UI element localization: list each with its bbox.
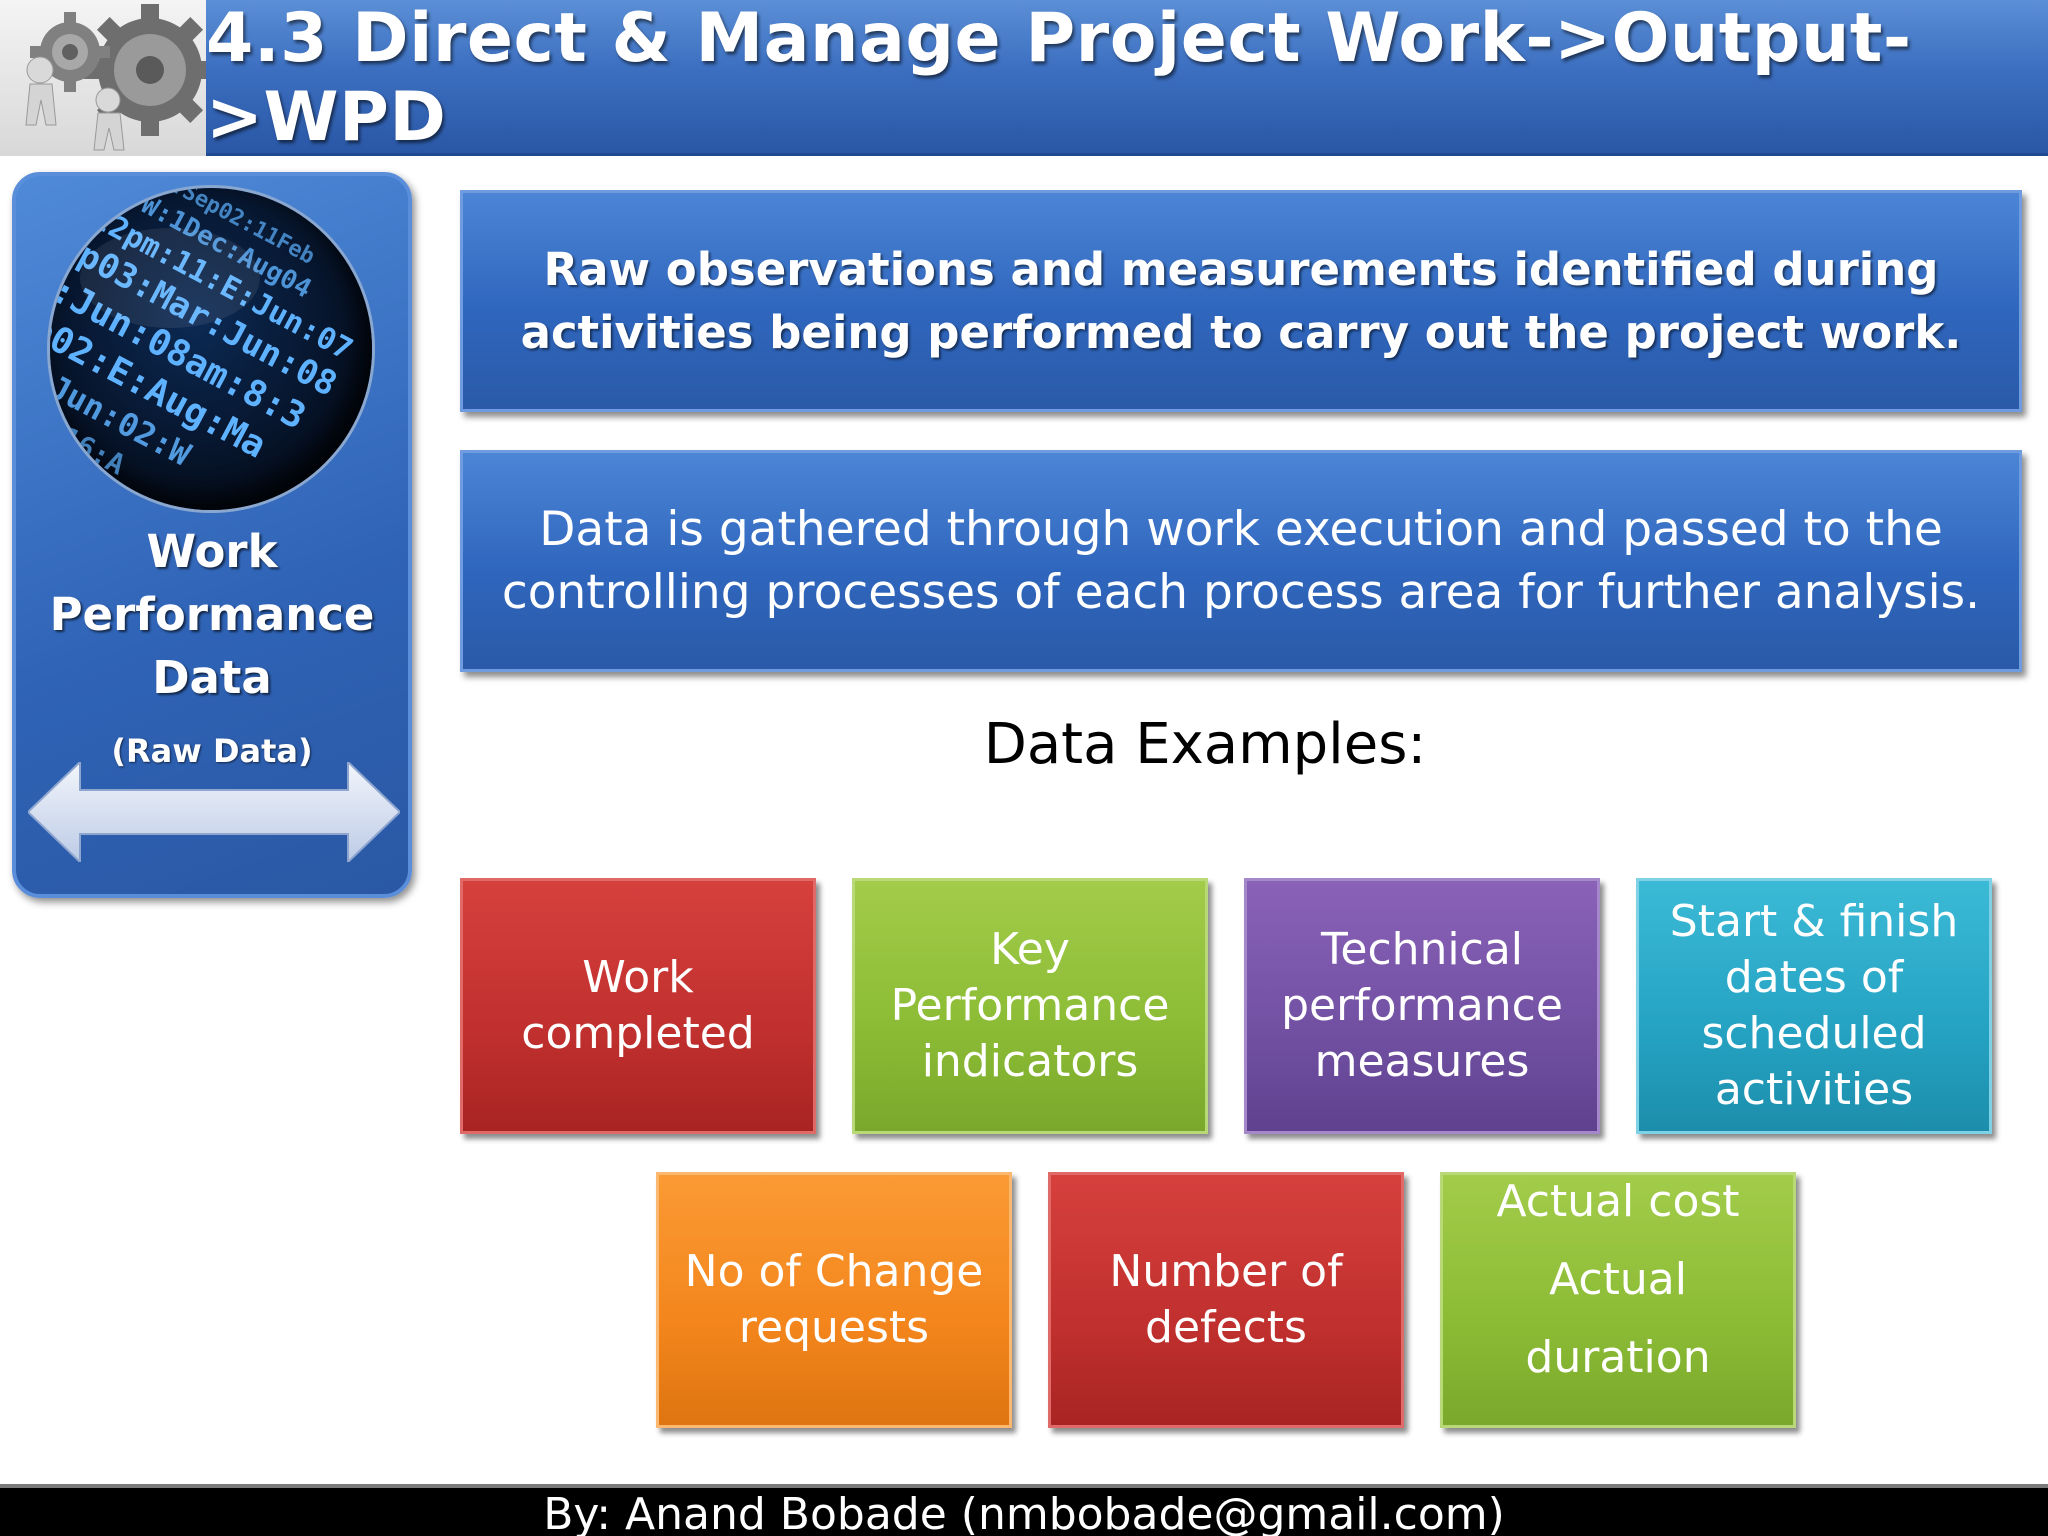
panel-title-line: Work: [146, 525, 278, 578]
example-line: Technical: [1320, 924, 1524, 975]
example-line: defects: [1145, 1302, 1307, 1353]
example-line: indicators: [921, 1036, 1139, 1087]
example-line: performance: [1281, 980, 1563, 1031]
example-actual-cost-duration: Actual cost Actual duration: [1440, 1172, 1796, 1428]
example-work-completed: Work completed: [460, 878, 816, 1134]
title-bar: [0, 0, 2048, 156]
example-kpi: Key Performance indicators: [852, 878, 1208, 1134]
example-line: Work: [582, 952, 694, 1003]
example-line: Key: [990, 924, 1070, 975]
example-line: Performance: [890, 980, 1170, 1031]
gears-figures-icon: [0, 0, 206, 156]
data-flow-box: Data is gathered through work execution …: [460, 450, 2022, 672]
examples-heading: Data Examples:: [983, 712, 1427, 777]
data-globe-icon: 1Jun03:Sep02:11Feb Oct:W:1Dec:Aug04 7:22…: [50, 188, 372, 510]
panel-subtitle: (Raw Data): [111, 732, 313, 770]
example-line: measures: [1314, 1036, 1530, 1087]
panel-title-line: Performance: [49, 588, 375, 641]
panel-title-line: Data: [152, 651, 272, 704]
example-line: completed: [521, 1008, 755, 1059]
data-flow-text: Data is gathered through work execution …: [501, 502, 1981, 620]
example-line: Actual duration: [1525, 1254, 1711, 1383]
example-technical-measures: Technical performance measures: [1244, 878, 1600, 1134]
example-change-requests: No of Change requests: [656, 1172, 1012, 1428]
example-line: requests: [738, 1302, 930, 1353]
example-start-finish-dates: Start & finish dates of scheduled activi…: [1636, 878, 1992, 1134]
definition-text: Raw observations and measurements identi…: [520, 243, 1962, 359]
example-line: Actual cost: [1496, 1176, 1740, 1227]
page-title: 4.3 Direct & Manage Project Work->Output…: [206, 0, 1912, 157]
example-line: dates of: [1724, 952, 1904, 1003]
example-line: Number of: [1109, 1246, 1343, 1297]
footer-bar: [0, 1484, 2048, 1536]
double-arrow-icon: [26, 759, 402, 865]
definition-box: Raw observations and measurements identi…: [460, 190, 2022, 412]
panel-title: Work Performance Data: [40, 520, 384, 710]
example-line: activities: [1714, 1064, 1914, 1115]
example-defects: Number of defects: [1048, 1172, 1404, 1428]
example-line: No of Change: [684, 1246, 984, 1297]
example-line: Start & finish: [1669, 896, 1959, 947]
author-credit: By: Anand Bobade (nmbobade@gmail.com): [543, 1489, 1505, 1536]
example-line: scheduled: [1701, 1008, 1927, 1059]
